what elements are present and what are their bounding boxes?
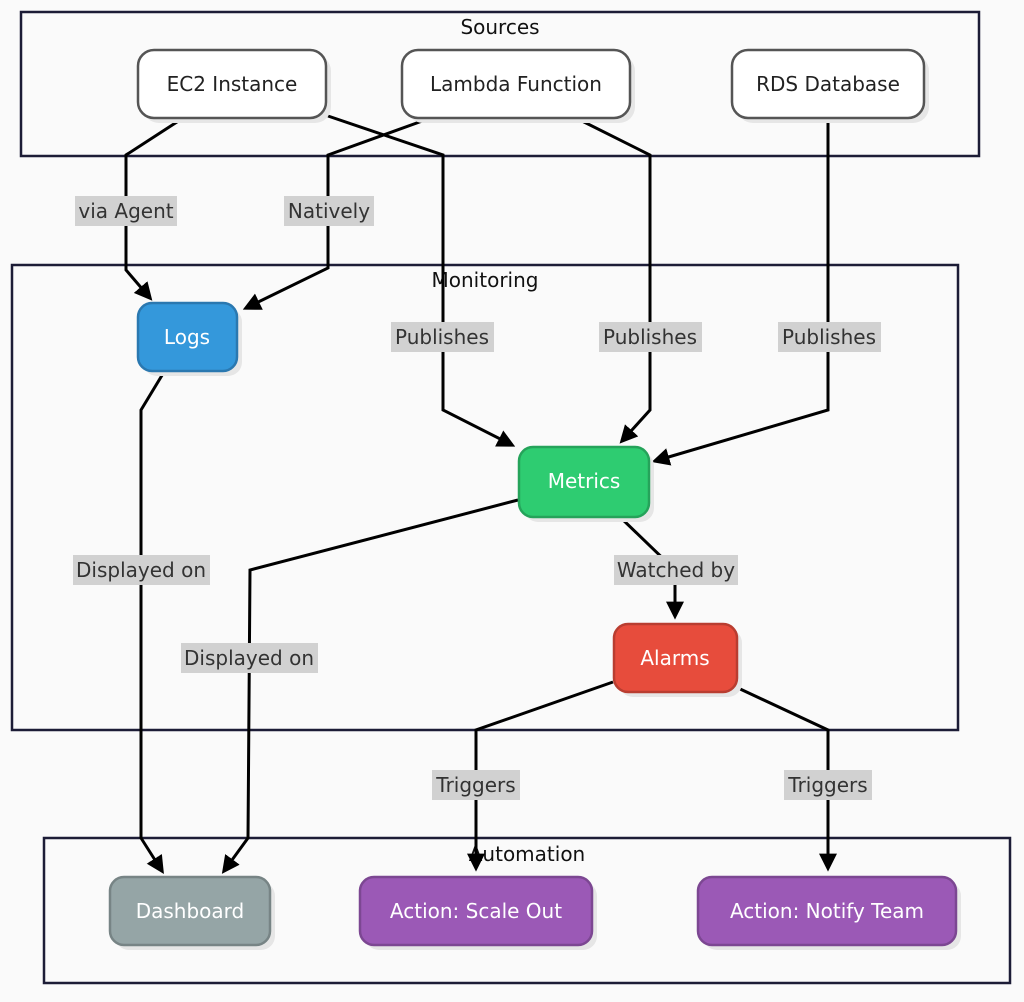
node-scale-out-label: Action: Scale Out <box>390 899 562 923</box>
nodes: EC2 Instance Lambda Function RDS Databas… <box>108 48 961 950</box>
svg-text:Watched by: Watched by <box>617 558 735 582</box>
svg-text:Triggers: Triggers <box>435 773 515 797</box>
edge-alarms-notify <box>737 686 837 872</box>
node-metrics-label: Metrics <box>548 469 621 493</box>
node-alarms[interactable]: Alarms <box>612 622 742 697</box>
edge-ec2-metrics <box>327 114 516 447</box>
svg-text:Displayed on: Displayed on <box>184 646 314 670</box>
node-action-notify-team[interactable]: Action: Notify Team <box>696 875 961 950</box>
svg-text:Triggers: Triggers <box>787 773 867 797</box>
svg-text:Natively: Natively <box>288 199 370 223</box>
node-notify-label: Action: Notify Team <box>730 899 924 923</box>
svg-text:Displayed on: Displayed on <box>76 558 206 582</box>
edge-label-displayed-on-logs: Displayed on <box>73 555 210 585</box>
node-alarms-label: Alarms <box>640 646 709 670</box>
edge-lambda-metrics <box>579 118 652 444</box>
edge-label-via-agent: via Agent <box>75 196 177 226</box>
edge-label-triggers-scale: Triggers <box>432 770 520 800</box>
edge-label-watched-by: Watched by <box>614 555 738 585</box>
edge-label-publishes-ec2: Publishes <box>391 322 494 352</box>
node-action-scale-out[interactable]: Action: Scale Out <box>358 875 597 950</box>
node-ec2-instance[interactable]: EC2 Instance <box>136 48 331 123</box>
svg-text:Publishes: Publishes <box>603 325 697 349</box>
edge-rds-metrics <box>651 120 830 466</box>
edge-label-displayed-on-metrics: Displayed on <box>181 643 318 673</box>
node-rds-label: RDS Database <box>756 72 900 96</box>
edge-labels: via Agent Natively Publishes Publishes P… <box>73 196 881 800</box>
node-logs-label: Logs <box>164 325 210 349</box>
cluster-automation-label: Automation <box>469 842 585 866</box>
edge-label-triggers-notify: Triggers <box>784 770 872 800</box>
node-lambda-function[interactable]: Lambda Function <box>400 48 635 123</box>
edge-label-natively: Natively <box>284 196 374 226</box>
node-dashboard-label: Dashboard <box>136 899 245 923</box>
cluster-sources-label: Sources <box>460 15 539 39</box>
cluster-monitoring-label: Monitoring <box>432 268 539 292</box>
edges <box>124 114 837 875</box>
node-ec2-label: EC2 Instance <box>167 72 298 96</box>
svg-text:Publishes: Publishes <box>395 325 489 349</box>
node-logs[interactable]: Logs <box>136 301 242 376</box>
edge-alarms-scale <box>467 680 614 872</box>
edge-logs-dashboard <box>139 371 166 875</box>
edge-metrics-dashboard <box>221 498 519 874</box>
edge-label-publishes-lambda: Publishes <box>599 322 702 352</box>
edge-label-publishes-rds: Publishes <box>778 322 881 352</box>
node-lambda-label: Lambda Function <box>430 72 602 96</box>
node-rds-database[interactable]: RDS Database <box>730 48 929 123</box>
node-metrics[interactable]: Metrics <box>517 445 654 522</box>
svg-text:via Agent: via Agent <box>78 199 173 223</box>
node-dashboard[interactable]: Dashboard <box>108 875 275 950</box>
svg-text:Publishes: Publishes <box>782 325 876 349</box>
